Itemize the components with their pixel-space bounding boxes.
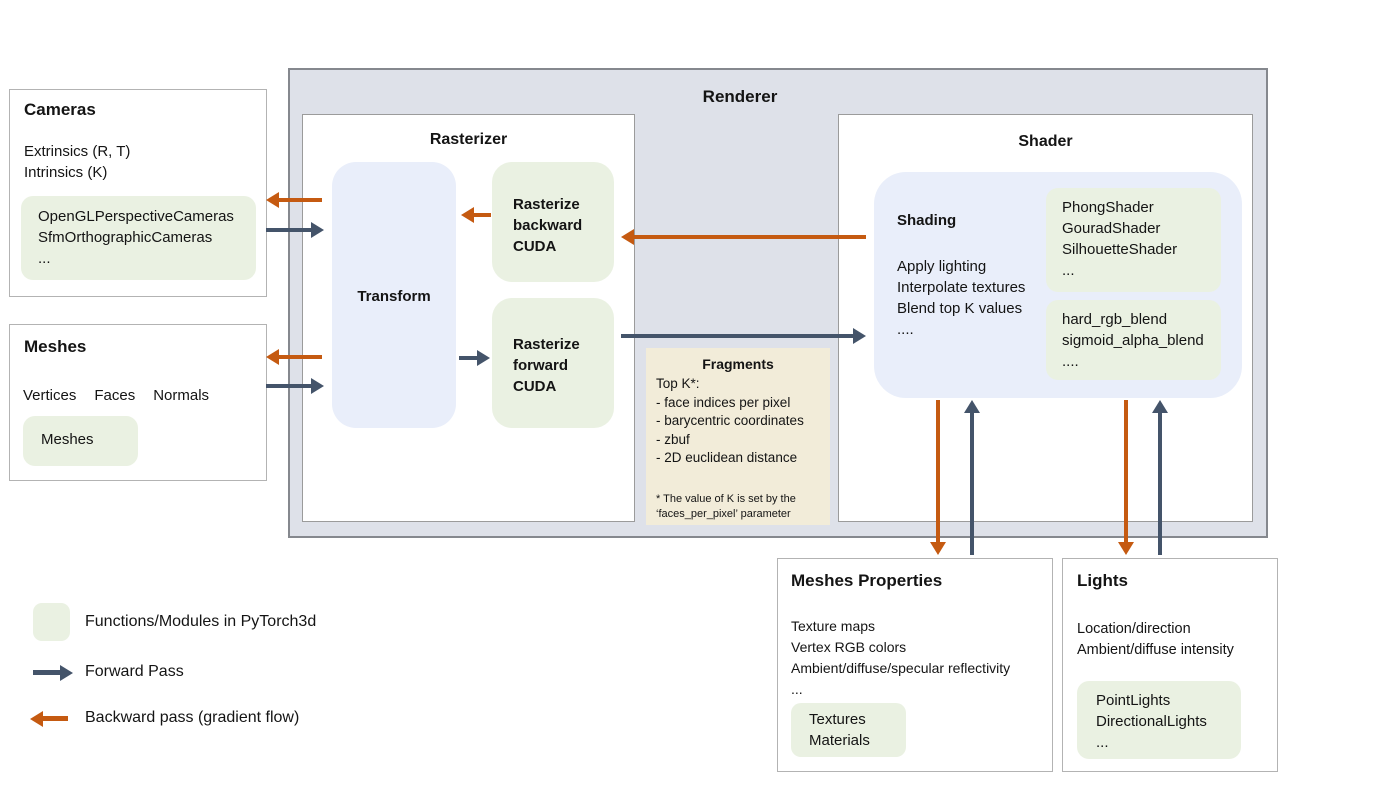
rasterize-forward-label: Rasterize forward CUDA (513, 336, 580, 395)
renderer-title: Renderer (702, 87, 778, 106)
forward-arrow-transform-rasterizeforward (459, 350, 490, 366)
meshes-fields: Vertices Faces Normals (23, 387, 209, 404)
meshes-field-normals: Normals (153, 387, 210, 404)
blend-modules-box: hard_rgb_blend sigmoid_alpha_blend .... (1046, 300, 1221, 380)
backward-arrow-shader-lights (1118, 400, 1134, 555)
rasterizer-title: Rasterizer (429, 131, 508, 148)
cameras-box: Cameras Extrinsics (R, T) Intrinsics (K)… (9, 89, 267, 297)
rasterize-forward-box: Rasterize forward CUDA (492, 298, 614, 428)
meshes-title: Meshes (24, 337, 87, 356)
shader-modules-box: PhongShader GouradShader SilhouetteShade… (1046, 188, 1221, 292)
meshes-properties-modules-box: Textures Materials (791, 703, 906, 757)
legend-functions-swatch (33, 603, 70, 641)
meshes-field-vertices: Vertices (23, 387, 77, 404)
fragments-title: Fragments (702, 356, 774, 372)
fragments-lines: Top K*: - face indices per pixel - baryc… (656, 376, 804, 465)
meshes-properties-title: Meshes Properties (791, 571, 943, 590)
lights-box: Lights Location/direction Ambient/diffus… (1062, 558, 1278, 772)
shading-box: Shading Apply lighting Interpolate textu… (874, 172, 1242, 398)
meshes-properties-modules-list: Textures Materials (809, 711, 870, 749)
cameras-modules-list: OpenGLPerspectiveCameras SfmOrthographic… (38, 208, 234, 267)
shading-title: Shading (897, 212, 957, 229)
rasterize-backward-box: Rasterize backward CUDA (492, 162, 614, 282)
forward-arrow-rasterizeforward-shader (621, 328, 866, 344)
shader-modules-list: PhongShader GouradShader SilhouetteShade… (1062, 199, 1178, 279)
cameras-modules-box: OpenGLPerspectiveCameras SfmOrthographic… (21, 196, 256, 280)
shading-lines: Apply lighting Interpolate textures Blen… (897, 258, 1026, 338)
legend-forward-arrow-icon (33, 664, 73, 681)
backward-arrow-rasterizebackward-transform (461, 207, 491, 223)
cameras-title: Cameras (24, 100, 96, 119)
meshes-module-label: Meshes (41, 431, 94, 448)
backward-arrow-meshes (266, 349, 322, 365)
legend-backward-arrow-icon (30, 710, 68, 727)
backward-arrow-cameras (266, 192, 322, 208)
shader-title: Shader (1018, 133, 1073, 150)
cameras-lines: Extrinsics (R, T) Intrinsics (K) (24, 143, 131, 181)
forward-arrow-cameras-transform (266, 222, 324, 238)
legend-forward-label: Forward Pass (85, 663, 184, 680)
meshes-field-faces: Faces (94, 387, 136, 404)
meshes-properties-lines: Texture maps Vertex RGB colors Ambient/d… (791, 618, 1011, 697)
legend-backward-label: Backward pass (gradient flow) (85, 709, 300, 726)
forward-arrow-meshes-transform (266, 378, 324, 394)
legend-functions-label: Functions/Modules in PyTorch3d (85, 613, 317, 630)
forward-arrow-meshesproperties-shader (964, 400, 980, 555)
lights-lines: Location/direction Ambient/diffuse inten… (1077, 621, 1234, 658)
transform-box: Transform (332, 162, 456, 428)
backward-arrow-shader-meshesproperties (930, 400, 946, 555)
lights-modules-list: PointLights DirectionalLights ... (1096, 692, 1207, 751)
meshes-box: Meshes Vertices Faces Normals Meshes (9, 324, 267, 481)
blend-modules-list: hard_rgb_blend sigmoid_alpha_blend .... (1062, 311, 1204, 370)
transform-label: Transform (357, 288, 431, 305)
fragments-footnote: * The value of K is set by the ‘faces_pe… (656, 493, 796, 520)
lights-modules-box: PointLights DirectionalLights ... (1077, 681, 1241, 759)
fragments-box: Fragments Top K*: - face indices per pix… (646, 348, 830, 525)
forward-arrow-lights-shader (1152, 400, 1168, 555)
lights-title: Lights (1077, 571, 1128, 590)
meshes-properties-box: Meshes Properties Texture maps Vertex RG… (777, 558, 1053, 772)
rasterize-backward-label: Rasterize backward CUDA (513, 196, 583, 255)
backward-arrow-shader-rasterizebackward (621, 229, 866, 245)
meshes-module-box: Meshes (23, 416, 138, 466)
